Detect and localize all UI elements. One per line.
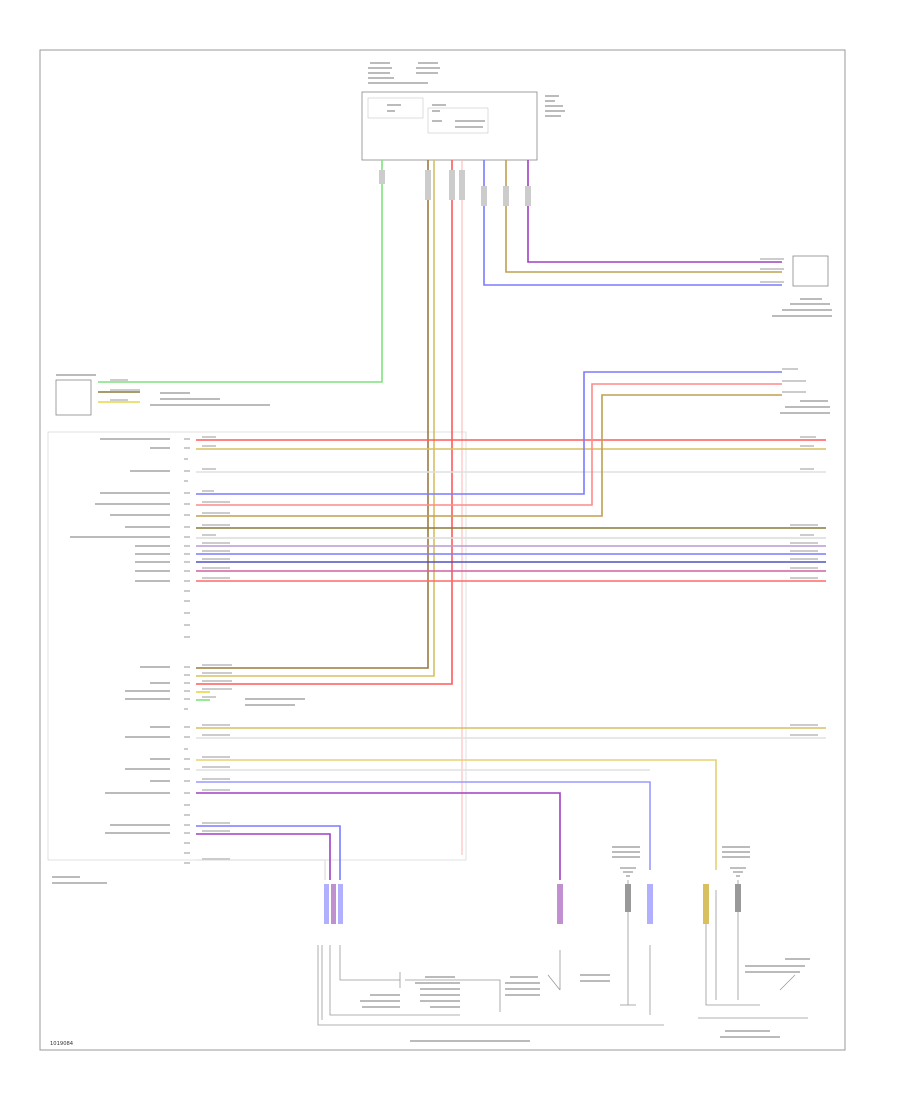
wire-olive-1 (505, 160, 782, 273)
wire-blue-3 (196, 781, 651, 870)
wire-violet-3 (196, 792, 561, 880)
top-module-box (361, 91, 538, 161)
top-connector-stubs (379, 170, 531, 206)
right-sensor-box (792, 255, 829, 287)
bus-blue-up (196, 371, 782, 495)
wire-violet-1 (527, 160, 782, 263)
bottom-connector-stubs (324, 884, 741, 924)
left-sensor-box (55, 379, 92, 416)
ground-symbol-icon (620, 867, 746, 877)
footer-code: 1019084 (50, 1041, 74, 1047)
left-pin-labels (52, 438, 170, 884)
wire-blue-4 (196, 825, 341, 880)
bus-wires (196, 371, 826, 582)
top-module-label-lines (368, 62, 565, 128)
diagram-frame (39, 49, 846, 1051)
wire-brown-1 (196, 160, 429, 669)
bus-pink-up (196, 383, 782, 506)
bus-olive-up (196, 394, 782, 517)
wire-green (98, 160, 383, 383)
pin-numbers (184, 438, 190, 864)
main-module-box (47, 431, 467, 861)
wire-red-1 (196, 160, 453, 685)
wire-tan-1 (196, 160, 435, 677)
misc-labels (150, 392, 830, 1042)
top-wires (98, 160, 782, 855)
wire-tan-3 (196, 759, 717, 870)
wire-violet-4 (196, 833, 331, 880)
wire-ltgray-4 (196, 859, 326, 880)
top-module (361, 62, 565, 161)
lower-wires (196, 691, 826, 880)
wire-color-codes (110, 258, 818, 860)
